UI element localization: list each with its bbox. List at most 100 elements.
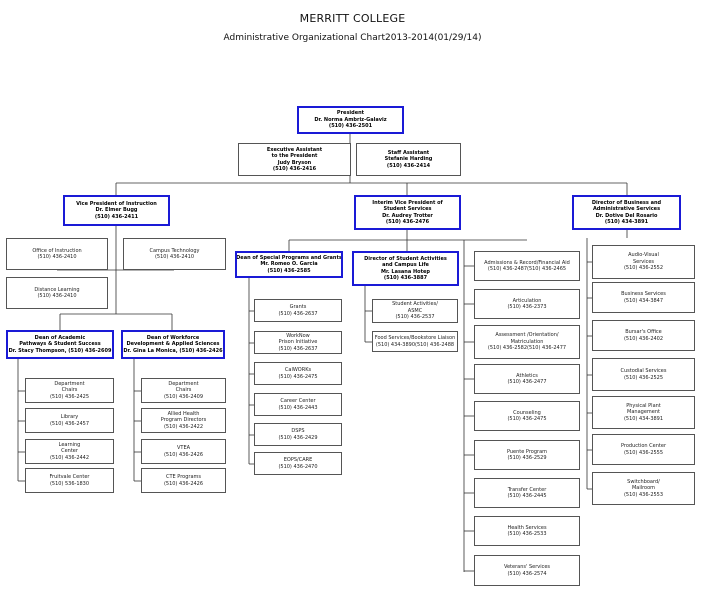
box-text-line: Dr. Dotive Del Rosario xyxy=(595,212,658,219)
box-text-line: Center xyxy=(61,448,78,455)
box-text-line: (510) 436-2426 xyxy=(163,451,204,458)
box-text-line: Management xyxy=(627,409,660,416)
box-text-line: Vice President of Instruction xyxy=(76,200,157,207)
student-services-unit-box: Transfer Center(510) 436-2445 xyxy=(474,478,580,508)
box-text-line: Veterans' Services xyxy=(503,564,551,571)
box-text-line: Campus Technology xyxy=(149,247,200,254)
box-text-line: (510) 536-1830 xyxy=(49,480,90,487)
box-text-line: Department xyxy=(54,380,85,387)
box-text-line: Development & Applied Sciences xyxy=(126,341,220,348)
box-text-line: Chairs xyxy=(61,387,78,394)
box-text-line: Mr. Lasana Hotep xyxy=(381,268,430,275)
box-text-line: (510) 436-2410 xyxy=(37,293,77,299)
box-text-line: Dr. Stacy Thompson, (510) 436-2609 xyxy=(8,347,112,354)
box-text-line: (510) 436-2442 xyxy=(49,454,90,461)
box-text-line: Director of Student Activities xyxy=(364,255,447,262)
student-activities-unit-box: Student Activities/ASMC(510) 436-2537 xyxy=(372,299,458,323)
box-text-line: Dr. Elmer Bugg xyxy=(95,207,138,214)
box-text-line: Mailroom xyxy=(631,485,656,492)
box-text-line: (510) 436-2537 xyxy=(395,314,435,321)
box-text-line: Counseling xyxy=(513,409,541,416)
box-text-line: Program Directors xyxy=(160,417,207,424)
box-text-line: Switchboard/ xyxy=(627,478,660,485)
box-text-line: (510) 436-2470 xyxy=(278,463,318,470)
box-text-line: Chairs xyxy=(175,387,192,394)
box-text-line: (510) 436-2422 xyxy=(163,423,204,430)
box-text-line: (510) 436-2585 xyxy=(267,267,311,274)
box-text-line: Transfer Center xyxy=(507,486,547,493)
box-text-line: (510) 436-2373 xyxy=(507,304,547,310)
box-text-line: Department xyxy=(168,380,199,387)
box-text-line: (510) 436-2457 xyxy=(49,420,90,427)
box-text-line: Library xyxy=(60,414,79,421)
box-text-line: Production Center xyxy=(620,443,667,450)
box-text-line: VTEA xyxy=(176,445,191,452)
box-text-line: Prison Initiative xyxy=(278,339,318,346)
box-text-line: (510) 436-2533 xyxy=(507,531,547,537)
box-text-line: (510) 436-2552 xyxy=(623,265,664,272)
box-text-line: Dr. Gina La Monica, (510) 436-2426 xyxy=(123,347,223,354)
box-text-line: (510) 436-2475 xyxy=(278,373,318,380)
box-text-line: (510) 434-3890(510) 436-2488 xyxy=(375,341,455,348)
box-text-line: Dean of Special Programs and Grants xyxy=(236,254,342,261)
student-services-unit-box: Articulation(510) 436-2373 xyxy=(474,289,580,319)
box-text-line: Judy Bryson xyxy=(277,159,312,166)
box-text-line: (510) 436-2501 xyxy=(328,123,373,130)
box-text-line: (510) 436-2426 xyxy=(163,480,204,487)
box-text-line: Audio-Visual xyxy=(628,252,659,259)
special-program-unit-box: EOPS/CARE(510) 436-2470 xyxy=(254,452,342,475)
workforce-unit-box: VTEA(510) 436-2426 xyxy=(141,439,226,464)
box-text-line: (510) 436-3887 xyxy=(383,274,428,281)
box-text-line: Director of Business and xyxy=(591,199,662,206)
box-text-line: Distance Learning xyxy=(34,286,80,293)
box-text-line: (510) 436-2582(510) 436-2477 xyxy=(487,345,567,352)
box-text-line: (510) 436-2475 xyxy=(507,416,547,422)
business-unit-box: Custodial Services(510) 436-2525 xyxy=(592,358,695,391)
box-text-line: EOPS/CARE xyxy=(283,457,313,464)
box-text-line: (510) 436-2416 xyxy=(272,165,317,172)
box-text-line: (510) 436-2443 xyxy=(278,404,318,411)
box-text-line: Puente Program xyxy=(506,448,548,455)
student-services-unit-box: Veterans' Services(510) 436-2574 xyxy=(474,555,580,586)
academic-unit-box: Library(510) 436-2457 xyxy=(25,408,114,433)
workforce-unit-box: CTE Programs(510) 436-2426 xyxy=(141,468,226,493)
box-text-line: (510) 434-3891 xyxy=(604,218,649,225)
office-of-instruction-box: Office of Instruction(510) 436-2410 xyxy=(6,238,108,270)
box-text-line: (510) 434-3847 xyxy=(623,297,664,304)
document-subtitle: Administrative Organizational Chart2013-… xyxy=(223,33,482,43)
special-program-unit-box: Career Center(510) 436-2443 xyxy=(254,393,342,416)
box-text-line: Executive Assistant xyxy=(266,146,323,153)
box-text-line: Pathways & Student Success xyxy=(19,341,101,348)
box-text-line: Staff Assistant xyxy=(387,149,430,156)
special-program-unit-box: CalWORKs(510) 436-2475 xyxy=(254,362,342,385)
box-text-line: Admissions & Record/Financial Aid xyxy=(484,259,570,266)
box-text-line: Dr. Norma Ambriz-Galaviz xyxy=(314,116,387,123)
box-text-line: Administrative Services xyxy=(592,206,661,213)
student-services-unit-box: Puente Program(510) 436-2529 xyxy=(474,440,580,470)
student-services-unit-box: Counseling(510) 436-2475 xyxy=(474,401,580,431)
student-services-unit-box: Health Services(510) 436-2533 xyxy=(474,516,580,546)
box-text-line: Dean of Workforce xyxy=(146,334,200,341)
student-activities-unit-box: Food Services/Bookstore Liaison(510) 434… xyxy=(372,331,458,352)
student-services-unit-box: Admissions & Record/Financial Aid(510) 4… xyxy=(474,251,580,281)
box-text-line: Bursar's Office xyxy=(625,329,662,336)
business-unit-box: Business Services(510) 434-3847 xyxy=(592,282,695,313)
box-text-line: (510) 436-2574 xyxy=(507,570,547,577)
box-text-line: Dr. Audrey Trotter xyxy=(382,212,433,219)
box-text-line: Food Services/Bookstore Liaison xyxy=(374,335,456,342)
box-text-line: Career Center xyxy=(280,398,316,405)
box-text-line: (510) 436-2410 xyxy=(37,254,77,260)
box-text-line: (510) 436-2476 xyxy=(385,218,430,225)
box-text-line: (510) 436-2429 xyxy=(278,434,318,441)
box-text-line: Student Activities/ xyxy=(392,301,438,308)
